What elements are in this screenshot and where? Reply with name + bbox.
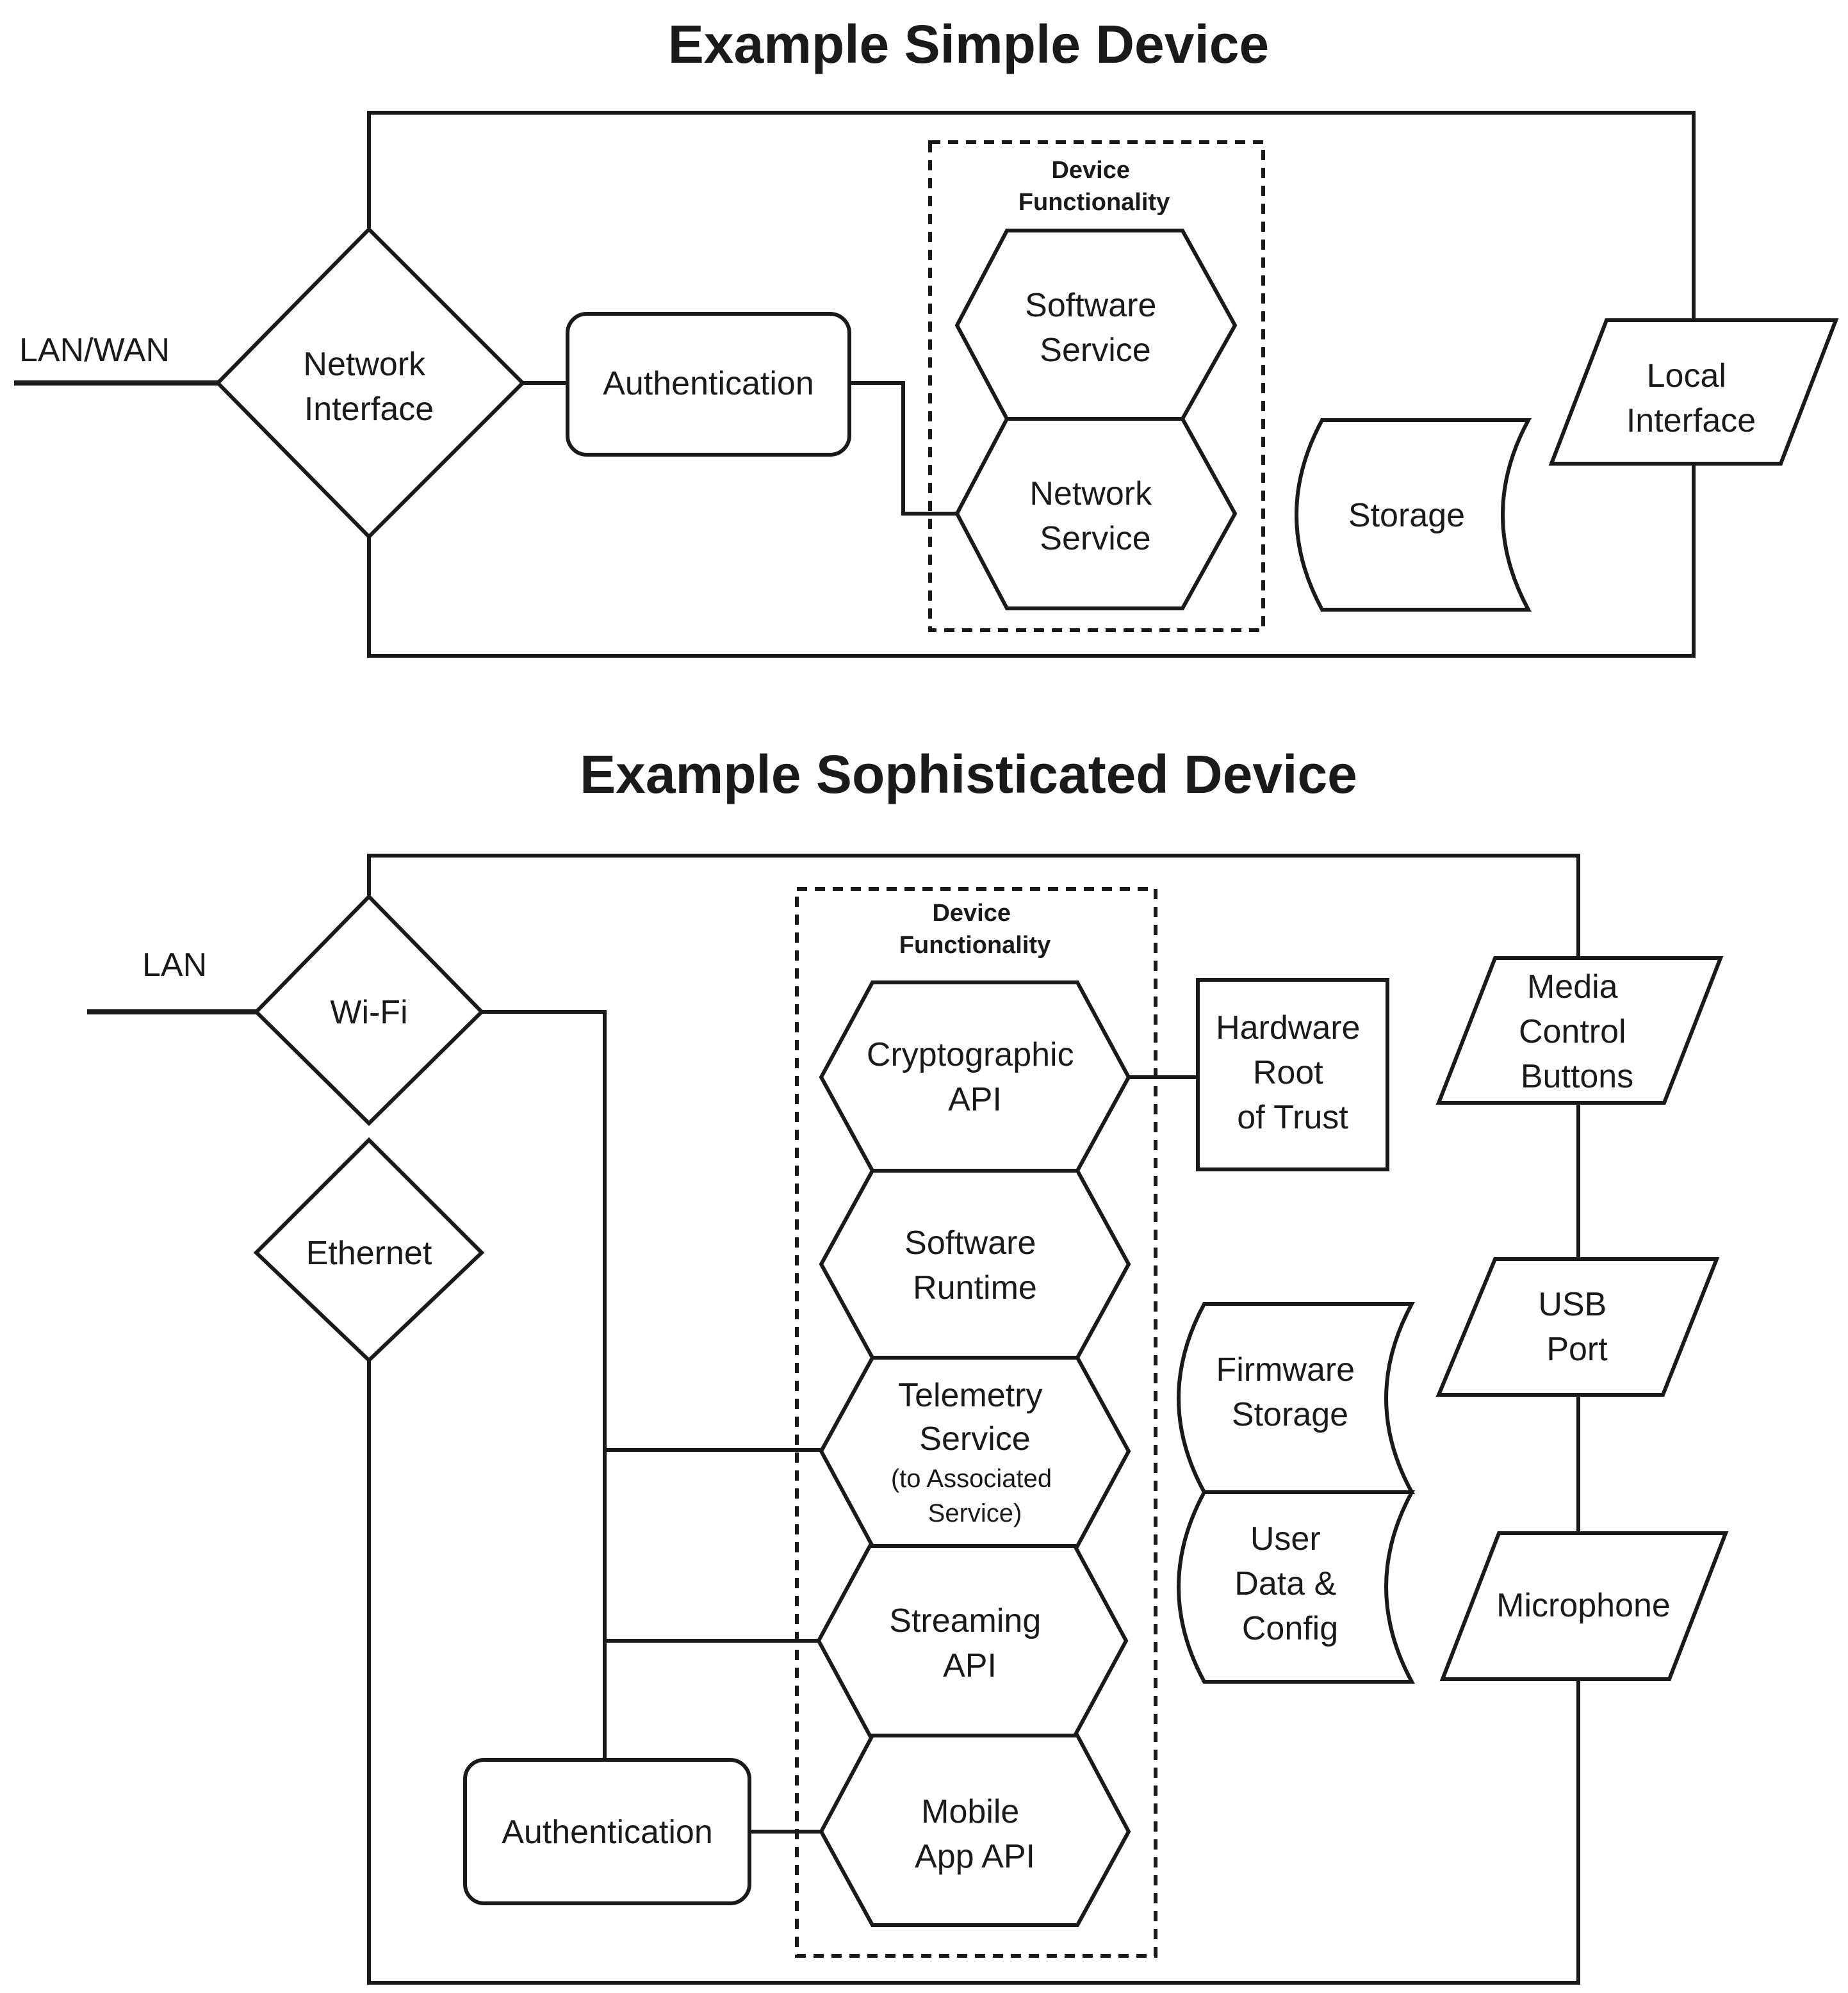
simple-authentication-label: Authentication — [603, 365, 814, 402]
local-interface-label: Local Interface — [1626, 357, 1756, 439]
user-data-config-shape — [1177, 1490, 1416, 1684]
simple-device-title: Example Simple Device — [668, 14, 1269, 74]
simple-storage-label: Storage — [1348, 497, 1465, 534]
streaming-api-label: Streaming API — [889, 1602, 1050, 1684]
hardware-root-of-trust-box — [1196, 978, 1389, 1171]
simple-device-boundary — [367, 111, 1696, 658]
auth-netservice-connector — [849, 381, 958, 516]
microphone-label: Microphone — [1496, 1587, 1671, 1624]
software-runtime-hexagon — [819, 1169, 1131, 1360]
simple-storage-shape — [1295, 418, 1532, 612]
mobile-app-api-hexagon — [819, 1734, 1131, 1927]
local-interface-parallelogram — [1548, 318, 1839, 466]
hardware-root-of-trust-label: Hardware Root of Trust — [1216, 1009, 1370, 1136]
firmware-storage-label: Firmware Storage — [1216, 1351, 1364, 1433]
cryptographic-api-label: Cryptographic API — [867, 1036, 1083, 1118]
mobile-app-api-label: Mobile App API — [915, 1793, 1035, 1875]
network-interface-label: Network Interface — [303, 346, 434, 428]
sophisticated-device-functionality-label: Device Functionality — [899, 900, 1051, 959]
simple-device-functionality-group — [928, 140, 1265, 632]
sophisticated-device-title: Example Sophisticated Device — [580, 744, 1357, 804]
wifi-bus-connector — [482, 1010, 607, 1759]
sophisticated-authentication-box — [463, 1758, 751, 1905]
lan-label: LAN — [142, 947, 207, 984]
sophisticated-device-functionality-group — [795, 887, 1157, 1958]
sophisticated-device-boundary — [367, 854, 1580, 1985]
wifi-label: Wi-Fi — [330, 994, 407, 1031]
usb-port-parallelogram — [1435, 1257, 1720, 1397]
cryptographic-api-hexagon — [819, 980, 1131, 1173]
ethernet-diamond — [253, 1137, 485, 1363]
software-service-label: Software Service — [1025, 287, 1166, 369]
sophisticated-authentication-label: Authentication — [502, 1814, 713, 1851]
software-runtime-label: Software Runtime — [904, 1224, 1045, 1306]
telemetry-service-note: (to Associated Service) — [891, 1465, 1059, 1527]
network-interface-diamond — [215, 226, 526, 540]
software-service-hexagon — [954, 229, 1238, 421]
media-control-buttons-parallelogram — [1435, 956, 1724, 1105]
media-control-buttons-label: Media Control Buttons — [1519, 968, 1635, 1095]
streaming-api-hexagon — [816, 1544, 1129, 1737]
lan-wan-label: LAN/WAN — [19, 332, 170, 369]
wifi-diamond — [253, 893, 485, 1127]
simple-device-functionality-label: Device Functionality — [1018, 157, 1170, 216]
telemetry-service-label: Telemetry Service — [898, 1377, 1052, 1458]
usb-port-label: USB Port — [1538, 1286, 1615, 1368]
microphone-parallelogram — [1439, 1531, 1729, 1681]
network-service-hexagon — [954, 417, 1238, 610]
network-service-label: Network Service — [1029, 475, 1161, 557]
simple-authentication-box — [566, 312, 851, 457]
user-data-config-label: User Data & Config — [1234, 1520, 1345, 1647]
ethernet-label: Ethernet — [306, 1235, 432, 1272]
